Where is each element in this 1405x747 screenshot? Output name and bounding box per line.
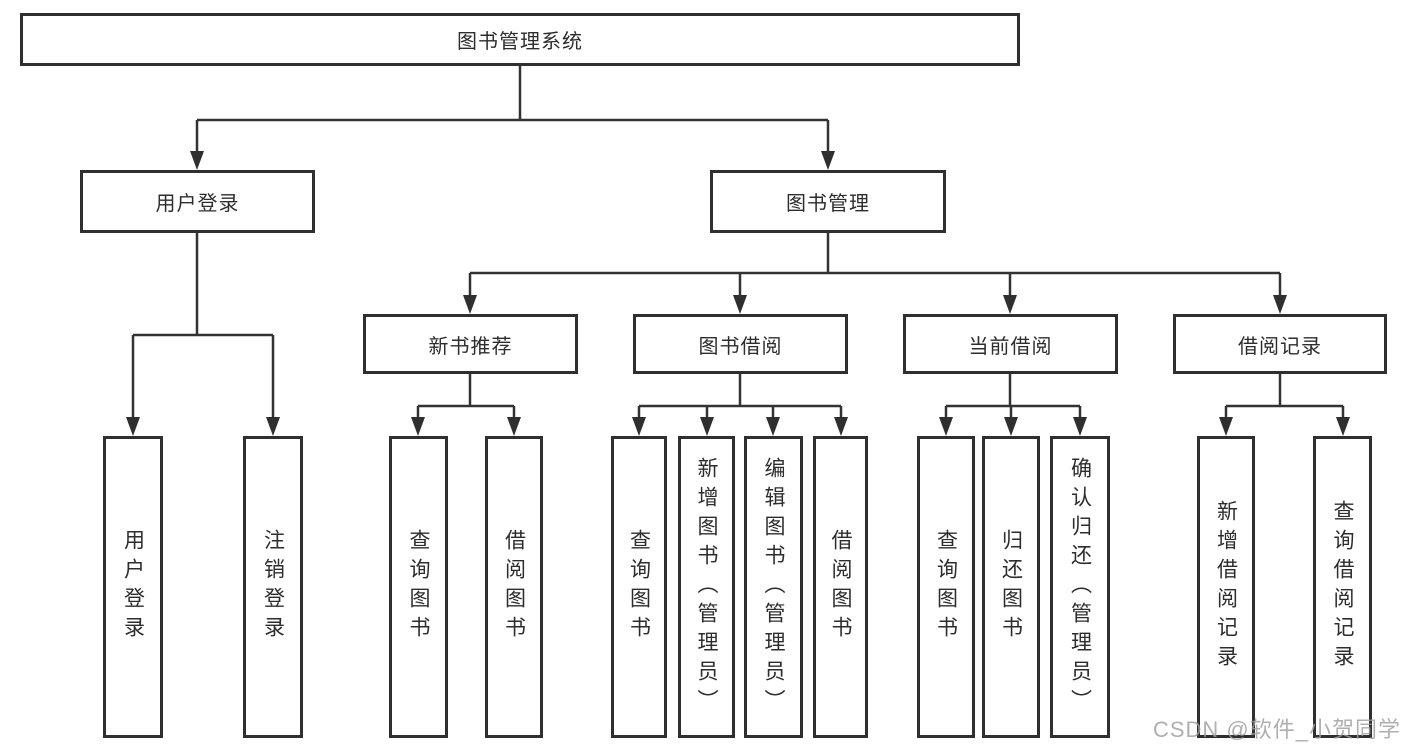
leaf-user-login: 用户登录 <box>103 436 163 738</box>
leaf-add-borrow-record: 新增借阅记录 <box>1197 436 1255 738</box>
node-book-borrowing: 图书借阅 <box>633 314 848 374</box>
node-label: 确认归还（管理员） <box>1068 456 1092 718</box>
leaf-add-book-admin: 新增图书（管理员） <box>678 436 735 738</box>
leaf-query-books-recommend: 查询图书 <box>389 436 448 738</box>
node-label: 用户登录 <box>121 529 145 645</box>
node-label: 归还图书 <box>999 529 1023 645</box>
leaf-query-books-current: 查询图书 <box>917 436 975 738</box>
node-current-borrowing: 当前借阅 <box>903 314 1118 374</box>
node-label: 新增借阅记录 <box>1214 500 1238 674</box>
node-label: 查询借阅记录 <box>1331 500 1354 674</box>
node-label: 图书借阅 <box>698 335 783 358</box>
leaf-query-books-borrowing: 查询图书 <box>611 436 667 738</box>
node-label: 查询图书 <box>934 529 958 645</box>
node-label: 图书管理系统 <box>457 31 583 53</box>
node-label: 当前借阅 <box>968 335 1053 358</box>
node-label: 用户登录 <box>155 193 240 215</box>
leaf-query-borrow-record: 查询借阅记录 <box>1313 436 1372 738</box>
node-label: 借阅记录 <box>1238 335 1322 358</box>
node-label: 借阅图书 <box>502 529 526 645</box>
leaf-logout-login: 注销登录 <box>243 436 303 738</box>
node-label: 查询图书 <box>407 529 430 645</box>
leaf-confirm-return-admin: 确认归还（管理员） <box>1050 436 1110 738</box>
node-library-management-system: 图书管理系统 <box>20 13 1020 66</box>
node-label: 新书推荐 <box>428 335 513 358</box>
leaf-borrow-books-borrowing: 借阅图书 <box>813 436 868 738</box>
leaf-edit-book-admin: 编辑图书（管理员） <box>744 436 803 738</box>
node-label: 借阅图书 <box>829 529 852 645</box>
node-label: 编辑图书（管理员） <box>762 456 785 718</box>
node-label: 图书管理 <box>786 193 870 215</box>
node-label: 注销登录 <box>261 529 285 645</box>
node-new-book-recommendation: 新书推荐 <box>363 314 578 374</box>
node-user-login: 用户登录 <box>80 170 315 233</box>
node-borrowing-records: 借阅记录 <box>1173 314 1387 374</box>
csdn-watermark: CSDN @软件_小贺同学 <box>1152 717 1401 742</box>
leaf-borrow-books-recommend: 借阅图书 <box>485 436 543 738</box>
node-label: 查询图书 <box>627 529 651 645</box>
leaf-return-books: 归还图书 <box>982 436 1040 738</box>
node-label: 新增图书（管理员） <box>695 456 718 718</box>
node-book-management: 图书管理 <box>710 170 946 233</box>
